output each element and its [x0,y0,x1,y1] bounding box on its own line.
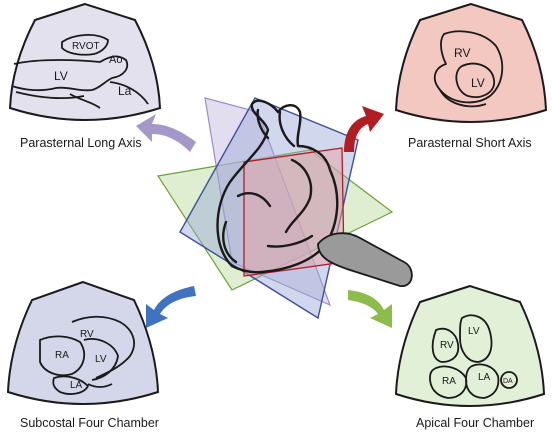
heart-outline [216,99,339,274]
apical-label-la: LA [478,372,491,383]
subcostal-caption: Subcostal Four Chamber [20,416,159,430]
psax-caption: Parasternal Short Axis [408,136,532,150]
plax-caption: Parasternal Long Axis [20,136,142,150]
subcostal-label-rv: RV [80,329,94,340]
subcostal-label-ra: RA [55,350,69,361]
arrow-to-plax [136,114,196,152]
subcostal-label-la: LA [70,380,83,391]
arrow-to-psax [344,106,384,152]
apical-label-rv: RV [440,340,454,351]
apical-label-lv: LV [468,326,480,337]
center-illustration [157,97,413,320]
plax-label-la: La [118,84,132,98]
subcostal-label-lv: LV [95,354,107,365]
arrow-to-subcostal [146,286,196,328]
apical-label-ra: RA [442,376,456,387]
plax-panel: RVOT Ao LV La Parasternal Long Axis [8,2,162,150]
plax-label-ao: Ao [109,54,122,66]
plax-label-lv: LV [54,69,68,83]
apical-panel: LV RV RA LA DA Apical Four Chamber [394,284,546,430]
plax-label-rvot: RVOT [72,41,100,52]
apical-sector [394,284,546,407]
psax-label-lv: LV [471,76,485,90]
psax-label-rv: RV [454,46,470,60]
ultrasound-probe [317,232,413,287]
arrows [136,106,392,328]
subcostal-panel: RV RA LV LA Subcostal Four Chamber [6,280,160,430]
subcostal-sector [6,280,160,405]
apical-caption: Apical Four Chamber [416,416,534,430]
arrow-to-apical [348,290,392,328]
psax-panel: RV LV Parasternal Short Axis [394,2,548,150]
apical-label-da: DA [503,378,513,385]
